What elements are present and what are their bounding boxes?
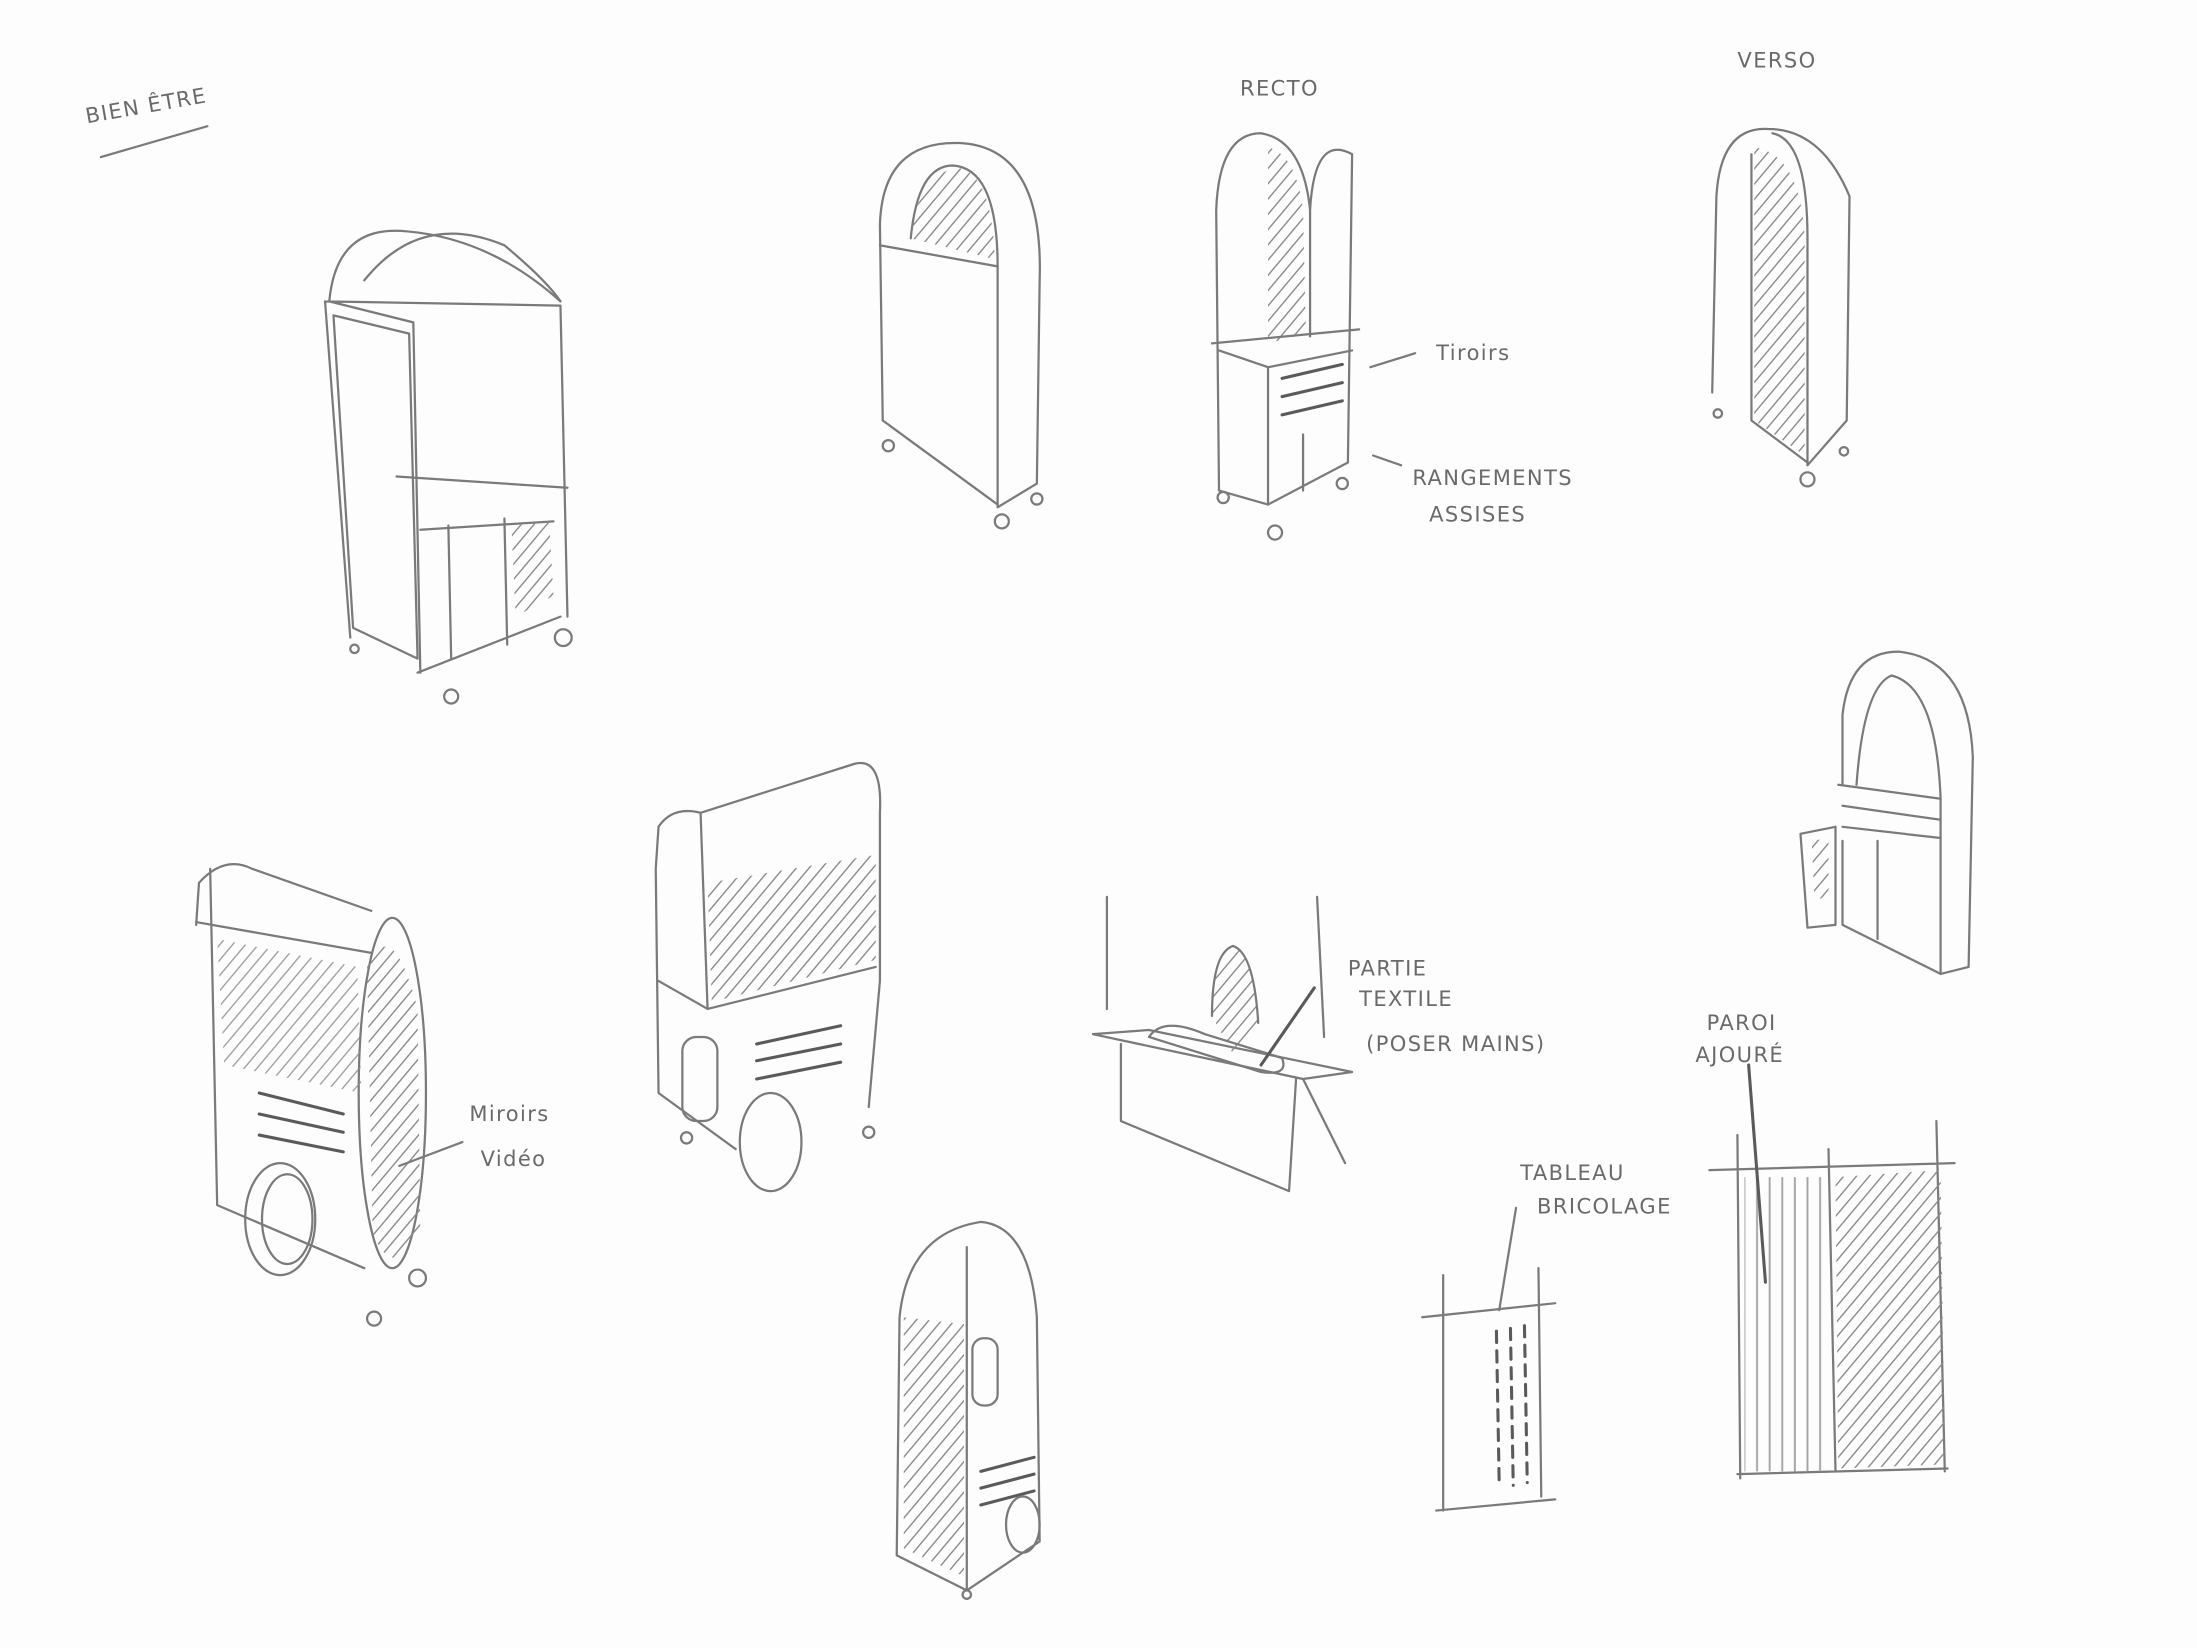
svg-text:TEXTILE: TEXTILE [1358,986,1453,1011]
title-label: BIEN ÊTRE [83,82,209,159]
svg-text:RANGEMENTS: RANGEMENTS [1412,465,1573,490]
sketch-textile-planter: PARTIE TEXTILE (POSER MAINS) [1091,895,1545,1193]
svg-text:BRICOLAGE: BRICOLAGE [1537,1194,1672,1219]
svg-text:RECTO: RECTO [1240,75,1319,100]
sketch-small-cabinet-right [1799,650,1974,976]
svg-text:TABLEAU: TABLEAU [1519,1160,1624,1185]
svg-text:PAROI: PAROI [1707,1010,1777,1035]
sketch-small-cabinet-bottom [895,1220,1041,1600]
svg-text:(POSER MAINS): (POSER MAINS) [1366,1031,1545,1056]
svg-text:Vidéo: Vidéo [481,1146,547,1171]
svg-text:BIEN ÊTRE: BIEN ÊTRE [83,82,208,128]
svg-text:Miroirs: Miroirs [469,1101,549,1126]
sketch-paroi-ajouree: PAROI AJOURÉ [1695,1010,1956,1480]
sketch-recto: RECTO Tiroirs RANGEMENTS ASSISES [1210,75,1573,541]
svg-text:PARTIE: PARTIE [1348,955,1427,980]
sketch-cart [654,761,882,1193]
sketch-arched-cabinet-perspective [323,229,573,705]
svg-text:Tiroirs: Tiroirs [1435,340,1510,365]
svg-text:AJOURÉ: AJOURÉ [1695,1042,1784,1067]
sketch-tableau-bricolage: TABLEAU BRICOLAGE [1421,1160,1672,1512]
sketch-mirror-cabinet: Miroirs Vidéo [195,863,549,1327]
sketch-arched-cabinet-side [878,141,1044,530]
svg-text:VERSO: VERSO [1737,47,1816,72]
sketch-verso: VERSO [1711,47,1851,488]
svg-text:ASSISES: ASSISES [1429,501,1526,526]
